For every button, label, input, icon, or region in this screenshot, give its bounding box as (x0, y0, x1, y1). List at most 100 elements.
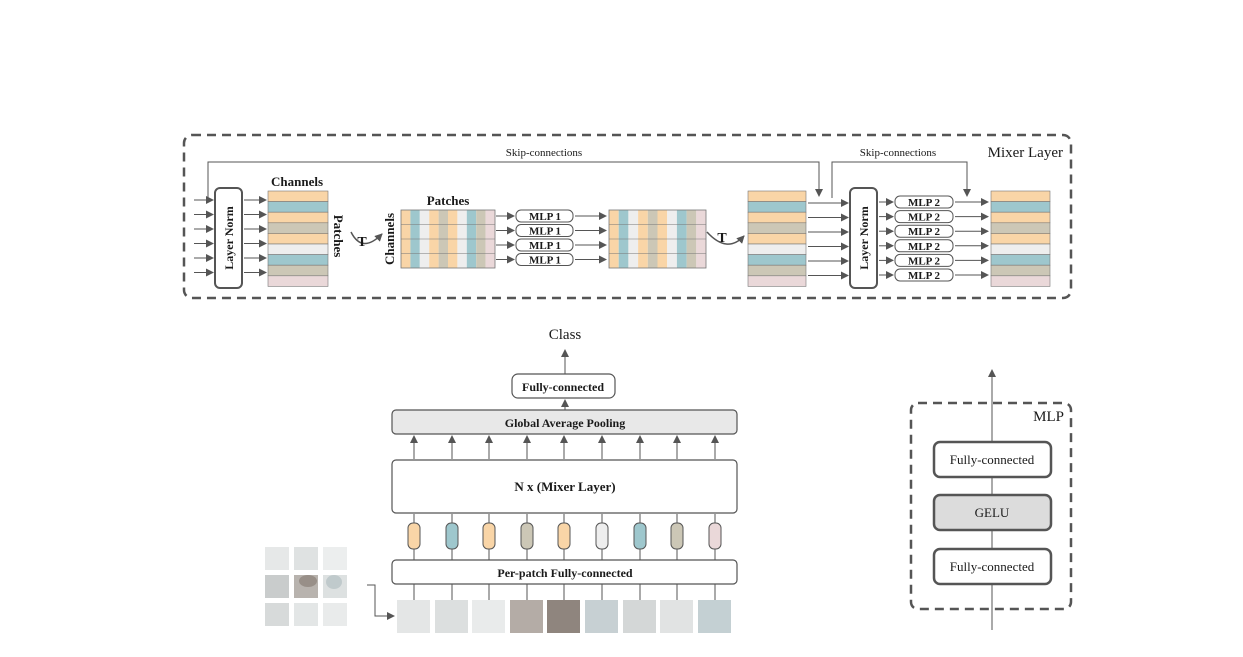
global-average-pooling (391, 409, 738, 435)
mixer-to-gap-arrows (410, 435, 719, 459)
fully-connected-head (511, 373, 616, 399)
channel-stack-2 (747, 190, 807, 287)
image-patch (323, 603, 347, 626)
patch-sequence (397, 600, 731, 633)
mlp-fc-bottom-label: Fully-connected (950, 559, 1035, 574)
mlp-fc-bottom (932, 547, 1053, 586)
stack1-row (267, 264, 329, 277)
transpose-label-1: T (357, 235, 367, 250)
patch-tile (698, 600, 731, 633)
patch-tile (472, 600, 505, 633)
stack3-row (990, 243, 1051, 255)
token-capsule (670, 522, 684, 550)
patch-input-lines (413, 584, 716, 600)
token-capsule (557, 522, 571, 550)
transpose-arrow-2 (706, 231, 745, 245)
image-patch (294, 547, 318, 570)
patch-tile (623, 600, 656, 633)
stack1-row (267, 211, 329, 224)
token-capsule (520, 522, 534, 550)
mlp2-label: MLP 2 (908, 212, 941, 224)
mlp1-block (515, 209, 574, 223)
mlp2-block (894, 253, 954, 267)
mlp-fc-top (932, 440, 1053, 479)
image-patch (294, 603, 318, 626)
stack1-row (267, 201, 329, 213)
mlp2-block (894, 268, 954, 282)
layer-norm-1 (214, 187, 243, 289)
mlp2-block (894, 210, 954, 224)
mlp-title: MLP (1033, 409, 1064, 425)
skip-connection-2 (831, 161, 971, 198)
stack2-row (747, 233, 807, 245)
stack2-row (747, 222, 807, 234)
image-patch (265, 575, 289, 598)
mlp-fc-top-label: Fully-connected (950, 452, 1035, 467)
stack1-row (267, 190, 329, 202)
transpose-arrow-1 (350, 231, 383, 245)
skip-connection-1 (207, 161, 823, 198)
patch-tile (435, 600, 468, 633)
channels-label-vertical: Channels (382, 213, 397, 265)
stack1-row (267, 233, 329, 245)
stack3-row (990, 201, 1051, 213)
class-label: Class (549, 327, 582, 343)
stack2-row (747, 264, 807, 277)
stack2-row (747, 201, 807, 213)
mlp1-group: MLP 1 MLP 1 MLP 1 MLP 1 (496, 209, 607, 267)
stack2-row (747, 275, 807, 287)
mlp1-label: MLP 1 (529, 226, 561, 238)
channels-label: Channels (271, 174, 323, 189)
stack1-row (267, 222, 329, 234)
image-patch (265, 547, 289, 570)
global-average-pooling-label: Global Average Pooling (505, 416, 625, 430)
mlp1-label: MLP 1 (529, 211, 561, 223)
mlp-gelu (932, 493, 1053, 532)
mlp2-label: MLP 2 (908, 226, 941, 238)
mlp1-label: MLP 1 (529, 240, 561, 252)
mixer-layers-block (391, 459, 738, 514)
mlp2-label: MLP 2 (908, 197, 941, 209)
patches-label: Patches (427, 193, 470, 208)
stack1-row (267, 254, 329, 266)
layer-norm-2 (849, 187, 878, 289)
mixer-layer-frame (182, 133, 1073, 300)
input-image-grid (265, 547, 347, 626)
mlp1-label: MLP 1 (529, 255, 561, 267)
image-object (326, 575, 342, 589)
stack3-row (990, 264, 1051, 277)
stack3-row (990, 211, 1051, 224)
mlp-gelu-label: GELU (975, 505, 1010, 520)
stack2-row (747, 254, 807, 266)
patch-tile (397, 600, 430, 633)
mixer-layer-title: Mixer Layer (988, 145, 1063, 161)
image-patch (323, 547, 347, 570)
stack2-row (747, 190, 807, 202)
mlp2-block (894, 239, 954, 253)
token-capsule (595, 522, 609, 550)
mlp1-block (515, 224, 574, 237)
token-capsule (482, 522, 496, 550)
token-capsules (407, 514, 722, 560)
channel-stack-1 (267, 190, 329, 287)
stack2-row (747, 243, 807, 255)
stack1-row (267, 243, 329, 255)
grid-to-sequence-arrow (367, 584, 395, 620)
mlp2-block (894, 224, 954, 238)
stack2-row (747, 211, 807, 224)
patch-table-2 (608, 209, 707, 269)
mlp2-label: MLP 2 (908, 270, 941, 282)
token-capsule (633, 522, 647, 550)
input-arrows (194, 196, 214, 277)
ln1-output-arrows (244, 196, 267, 277)
mlp1-block (515, 238, 574, 252)
patch-table-1 (400, 209, 496, 269)
stack1-row (267, 275, 329, 287)
token-capsule (445, 522, 459, 550)
layer-norm-2-label: Layer Norm (857, 206, 871, 269)
stack2-output-arrows (808, 199, 849, 280)
stack3-row (990, 222, 1051, 234)
token-capsule (407, 522, 421, 550)
skip-connection-label-1: Skip-connections (506, 147, 582, 159)
